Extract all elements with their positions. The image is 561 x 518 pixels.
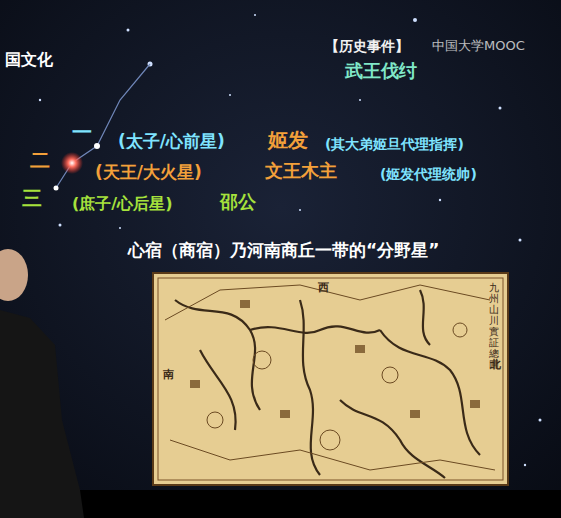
star-name: (庶子/心后星) <box>72 194 172 213</box>
rear-star <box>54 186 59 191</box>
map-direction: 南 <box>163 368 174 381</box>
event-title: 武王伐纣 <box>345 60 417 82</box>
star-name: (太子/心前星) <box>118 131 225 151</box>
watermark: 中国大学MOOC <box>432 38 525 54</box>
person-name: 邵公 <box>220 191 256 213</box>
course-title: 国文化 <box>5 50 53 69</box>
person-name: 文王木主 <box>265 160 337 182</box>
section-heading: 【历史事件】 <box>325 38 409 55</box>
rank-number: 二 <box>30 148 50 172</box>
person-name: 姬发 <box>268 128 308 152</box>
note: (其大弟姬旦代理指挥) <box>325 136 464 153</box>
rank-number: 一 <box>72 120 92 144</box>
map-title: 九州山川實証總圖 <box>489 282 499 370</box>
front-star <box>94 143 100 149</box>
note: (姬发代理统帅) <box>380 166 477 183</box>
bottom-bar <box>0 490 561 518</box>
lecturer <box>0 249 84 518</box>
caption-line: 心宿（商宿）乃河南商丘一带的“分野星” <box>128 240 439 260</box>
map-direction: 西 <box>318 281 329 294</box>
antares-star <box>61 152 83 174</box>
rank-number: 三 <box>22 186 42 210</box>
ancient-map <box>153 273 508 485</box>
star-name: (天王/大火星) <box>95 162 202 182</box>
